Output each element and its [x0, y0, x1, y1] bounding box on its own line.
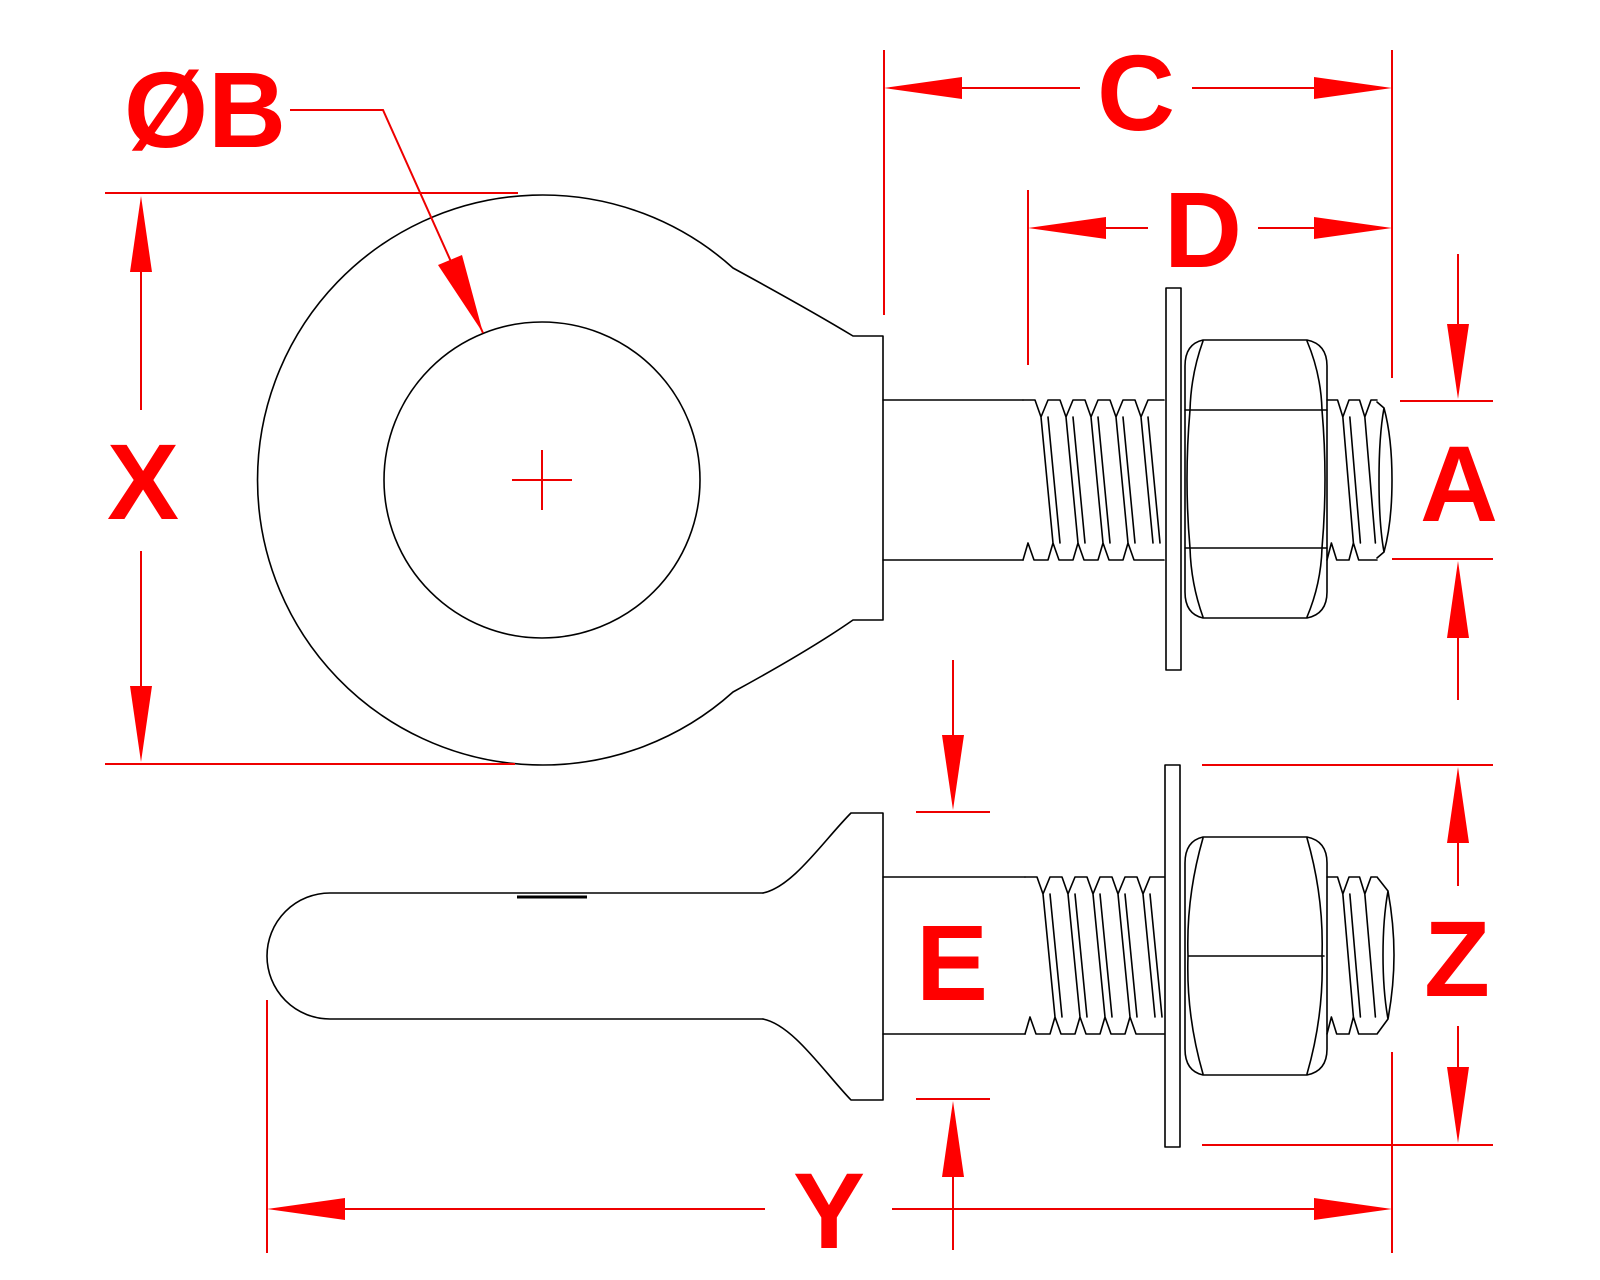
side-nut-face-lines — [1186, 837, 1325, 1075]
dimension-label-x: X — [107, 421, 179, 542]
e-arrow-up — [942, 1101, 964, 1177]
d-arrow-right — [1314, 217, 1392, 239]
side-thread-section — [1024, 876, 1165, 1035]
side-washer — [1164, 764, 1181, 1148]
dimension-label-e: E — [916, 902, 988, 1023]
eye-hole-circle — [383, 321, 701, 639]
dimension-label-c: C — [1097, 32, 1175, 153]
a-arrow-up — [1447, 561, 1469, 638]
dimension-label-phi-b: ØB — [124, 49, 286, 170]
x-arrow-down — [130, 686, 152, 762]
dimension-label-z: Z — [1424, 898, 1490, 1019]
z-arrow-up — [1447, 767, 1469, 843]
dimension-label-a: A — [1420, 423, 1498, 544]
y-extension-lines — [266, 1000, 1393, 1253]
front-thread-section — [1022, 399, 1165, 561]
eye-ring-outline — [256, 194, 884, 766]
e-arrow-down — [942, 735, 964, 810]
thread-profile — [1024, 876, 1165, 1035]
x-extension-lines — [105, 192, 518, 765]
front-nut-face-lines — [1184, 340, 1328, 618]
c-arrow-right — [1314, 77, 1392, 99]
y-arrow-left — [267, 1198, 345, 1220]
thread-profile — [1022, 399, 1165, 561]
dimension-y: Y — [266, 1000, 1393, 1271]
d-arrow-left — [1028, 217, 1106, 239]
c-extension-lines — [883, 50, 1393, 378]
front-thread-end-section — [1326, 399, 1378, 561]
dimension-label-d: D — [1164, 169, 1242, 290]
front-bolt-tip — [1376, 401, 1393, 559]
phi-b-leader-arrow — [438, 255, 483, 333]
dimension-e: E — [916, 660, 990, 1250]
front-view-geometry — [256, 194, 1393, 766]
z-extension-lines — [1202, 764, 1493, 1146]
dimension-z: Z — [1202, 764, 1493, 1146]
y-arrow-right — [1314, 1198, 1392, 1220]
side-shank-lines — [882, 876, 1026, 1035]
dimension-phi-b: ØB — [124, 49, 484, 334]
a-tick-lines — [1392, 400, 1493, 560]
side-hex-nut — [1184, 836, 1328, 1076]
side-bolt-tip — [1376, 876, 1395, 1035]
dimensions: X ØB C D A — [105, 32, 1498, 1271]
dimension-a: A — [1392, 254, 1498, 700]
side-shoulder-flare — [762, 812, 884, 1101]
side-view-geometry — [266, 764, 1395, 1148]
dimension-c: C — [883, 32, 1393, 378]
c-arrow-left — [884, 77, 962, 99]
thread-profile — [1326, 876, 1377, 1035]
dimension-label-y: Y — [793, 1150, 865, 1271]
e-tick-lines — [916, 811, 990, 1100]
a-arrow-down — [1447, 324, 1469, 399]
thread-profile — [1326, 399, 1378, 561]
front-washer — [1165, 287, 1182, 671]
center-mark — [512, 450, 572, 510]
dimension-x: X — [105, 192, 518, 765]
side-eye-bar — [266, 892, 764, 1020]
side-thread-end-section — [1326, 876, 1377, 1035]
front-hex-nut — [1184, 339, 1328, 619]
front-nut-outline — [1184, 339, 1328, 619]
side-nut-outline — [1184, 836, 1328, 1076]
dimension-d: D — [1027, 169, 1392, 365]
front-shank-lines — [882, 399, 1024, 561]
phi-b-leader-line — [290, 109, 484, 334]
z-arrow-down — [1447, 1067, 1469, 1143]
x-arrow-up — [130, 196, 152, 272]
